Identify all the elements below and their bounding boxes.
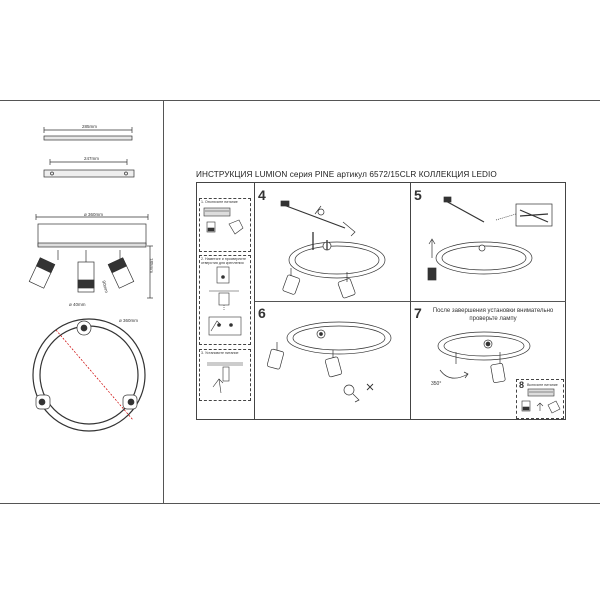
- step-3-label: 3. Установите питание: [201, 351, 239, 355]
- step-4-illustration: [280, 200, 386, 299]
- dim-width-inner: 247mm: [84, 156, 100, 161]
- top-border: [0, 100, 600, 101]
- step-1-label: 1. Отключите питание: [201, 200, 238, 204]
- step-3-box: [199, 349, 251, 401]
- step-7-number: 7: [414, 305, 422, 321]
- step-8-box: [516, 379, 564, 419]
- dim-shade-diameter: ø 40mm: [69, 302, 86, 307]
- step-6-illustration: [266, 321, 392, 403]
- step-5-illustration: [427, 196, 553, 281]
- grid-col-divider-1: [254, 182, 255, 420]
- step-8-illustration: [521, 388, 561, 414]
- step-8-number: 8: [519, 380, 525, 390]
- step-2-box: [199, 255, 251, 345]
- step-2-illustration: [208, 266, 242, 336]
- panel-divider: [163, 100, 164, 503]
- step-3-illustration: [207, 362, 243, 394]
- step-8-label: Включите питание: [527, 383, 558, 387]
- step-1-illustration: [203, 207, 244, 235]
- bottom-border: [0, 503, 600, 504]
- grid-col-divider-2: [410, 182, 411, 420]
- rotation-label: 350°: [431, 381, 442, 387]
- step-7-illustration: [437, 331, 531, 383]
- dim-ring-diameter: ø 360mm: [119, 318, 139, 323]
- instruction-title: ИНСТРУКЦИЯ LUMION серия PINE артикул 657…: [196, 170, 497, 179]
- step-5-number: 5: [414, 187, 422, 203]
- drawing-svg: [28, 127, 153, 432]
- dim-diameter-top: ø 360mm: [84, 212, 104, 217]
- step-4-number: 4: [258, 187, 266, 203]
- dim-width-top: 285mm: [82, 124, 98, 129]
- step-2-label: 2. Наметьте и просверлите отверстия для …: [201, 257, 246, 266]
- step-7-note: После завершения установки внимательно п…: [432, 308, 554, 322]
- step-1-box: [199, 198, 251, 252]
- step-6-number: 6: [258, 305, 266, 321]
